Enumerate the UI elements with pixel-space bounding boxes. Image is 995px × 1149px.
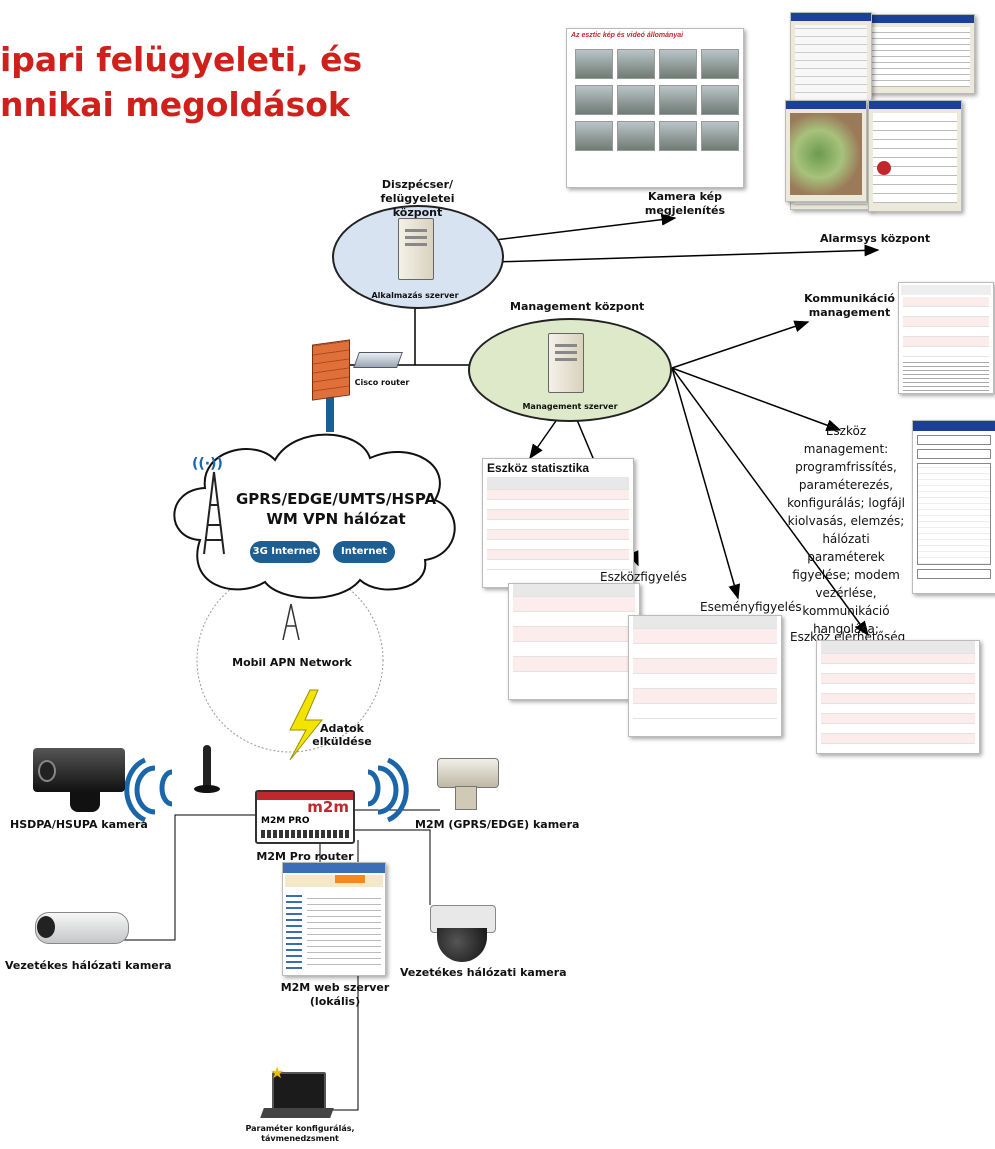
- antenna-base-icon: [194, 785, 220, 793]
- m2m-camera-stand: [455, 786, 477, 810]
- device-monitor-screenshot: [508, 583, 640, 700]
- cloud-line2: WM VPN hálózat: [266, 510, 406, 528]
- laptop-label: Paraméter konfigurálás, távmenedzsment: [245, 1124, 355, 1143]
- management-center-title: Management központ: [510, 300, 645, 313]
- hsdpa-camera-lens: [38, 760, 56, 782]
- m2m-camera-icon: [437, 758, 499, 788]
- device-stats-screenshot: Eszköz statisztika: [482, 458, 634, 588]
- star-icon: ★: [270, 1065, 285, 1082]
- page-title-line2: nnikai megoldások: [0, 85, 350, 124]
- data-send-label: Adatok elküldése: [312, 722, 372, 748]
- laptop-keyboard: [260, 1108, 334, 1118]
- web-server-label: M2M web szerver (lokális): [280, 981, 390, 1008]
- cisco-router-icon: [353, 352, 403, 368]
- wired-camera-left-label: Vezetékes hálózati kamera: [5, 959, 172, 972]
- device-availability-screenshot: [816, 640, 980, 754]
- device-stats-title: Eszköz statisztika: [487, 461, 590, 475]
- event-monitor-screenshot: [628, 615, 782, 737]
- camera-view-label: Kamera kép megjelenítés: [644, 190, 726, 217]
- device-monitor-label: Eszközfigyelés: [600, 570, 687, 584]
- dispatch-center-title: Diszpécser/ felügyeletei központ: [380, 178, 455, 219]
- hsdpa-camera-label: HSDPA/HSUPA kamera: [10, 818, 148, 831]
- event-monitor-label: Eseményfigyelés: [700, 600, 802, 614]
- 3g-internet-badge: 3G Internet: [250, 541, 320, 563]
- web-server-screenshot: [282, 862, 386, 976]
- signal-icon: ((·)): [192, 456, 223, 472]
- management-server-icon: [548, 333, 584, 393]
- camera-grid-title: Az esztic kép és videó állományai: [571, 32, 684, 39]
- internet-badge: Internet: [333, 541, 395, 563]
- m2m-camera-label: M2M (GPRS/EDGE) kamera: [415, 818, 580, 831]
- alarmsys-window-1: [865, 14, 975, 94]
- application-server-icon: [398, 218, 434, 280]
- cloud-line1: GPRS/EDGE/UMTS/HSPA: [236, 490, 437, 508]
- firewall-icon: [312, 339, 350, 401]
- apn-label: Mobil APN Network: [232, 656, 352, 669]
- management-server-label: Management szerver: [522, 402, 618, 411]
- wired-camera-left-lens: [37, 916, 55, 938]
- router-model: M2M PRO: [261, 816, 310, 826]
- alarmsys-map: [785, 100, 867, 202]
- comm-management-label: Kommunikáció management: [804, 292, 895, 319]
- laptop-icon: [272, 1072, 326, 1112]
- alarmsys-label: Alarmsys központ: [820, 232, 931, 245]
- page-title-line1: ipari felügyeleti, és: [0, 40, 363, 79]
- radio-tower-icon: [200, 470, 228, 556]
- hsdpa-camera-mount: [70, 792, 100, 812]
- alarmsys-form: [868, 100, 962, 212]
- comm-management-screenshot: [898, 282, 994, 394]
- antenna-icon: [203, 745, 211, 789]
- wired-camera-right-label: Vezetékes hálózati kamera: [400, 966, 567, 979]
- apn-tower-icon: [280, 602, 302, 642]
- device-management-label: Eszköz management: programfrissítés, par…: [787, 424, 905, 636]
- camera-grid-screenshot: Az esztic kép és videó állományai: [566, 28, 744, 188]
- application-server-label: Alkalmazás szerver: [371, 291, 459, 300]
- device-management-screenshot: [912, 420, 995, 594]
- router-label: M2M Pro router: [256, 850, 354, 863]
- cisco-router-label: Cisco router: [354, 378, 410, 387]
- m2m-router-box: m2m M2M PRO: [255, 790, 355, 844]
- router-brand: m2m: [307, 798, 349, 816]
